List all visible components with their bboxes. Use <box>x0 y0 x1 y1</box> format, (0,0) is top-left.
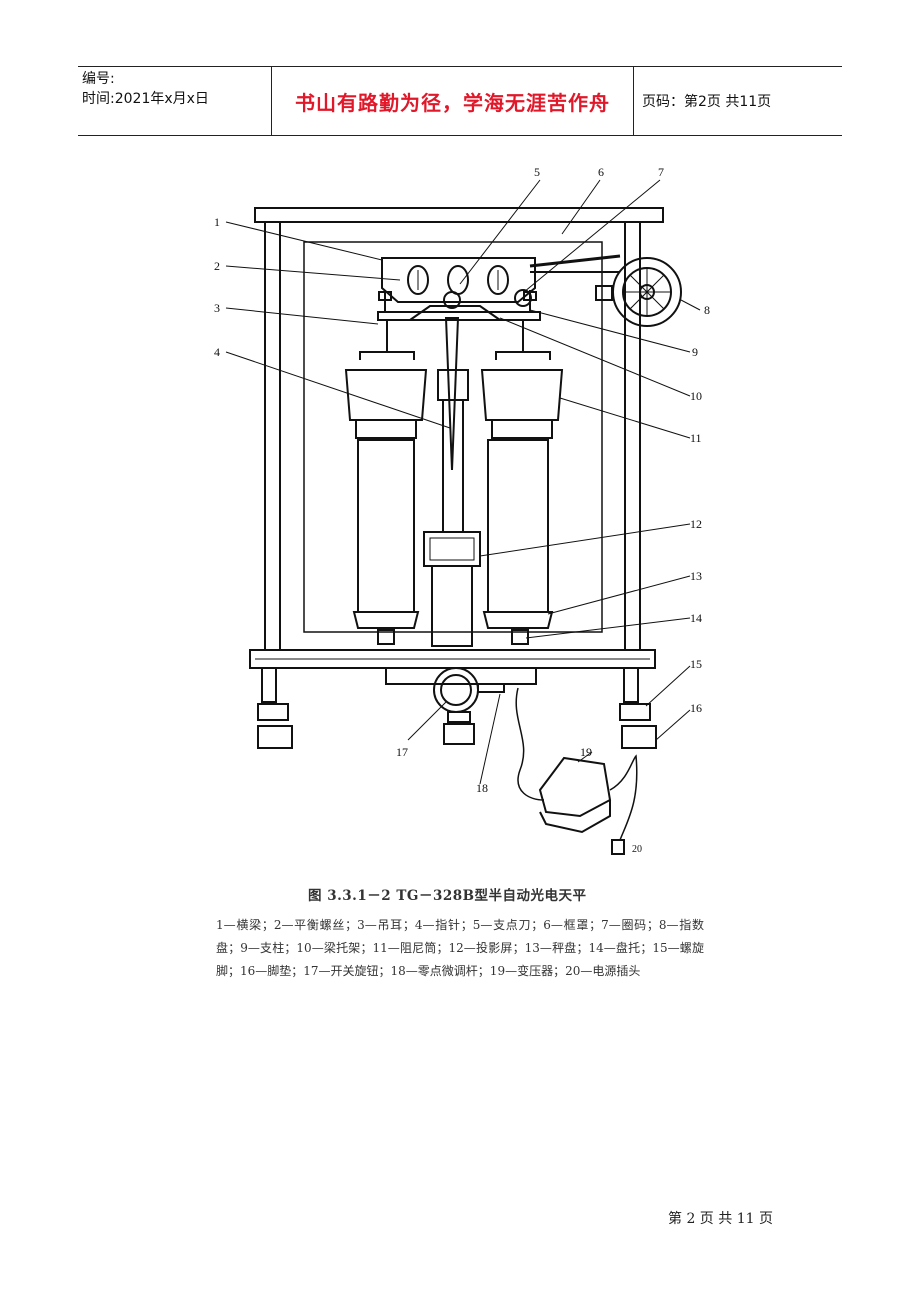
callout-18: 18 <box>476 781 488 795</box>
callout-15: 15 <box>690 657 702 671</box>
damper-left <box>357 439 415 613</box>
callout-1: 1 <box>214 215 220 229</box>
callout-8: 8 <box>704 303 710 317</box>
balance-diagram: 1 2 3 4 5 6 7 8 9 10 11 12 13 14 15 16 1… <box>214 165 710 855</box>
damper-right-top <box>480 369 564 421</box>
callout-10: 10 <box>690 389 702 403</box>
callout-9: 9 <box>692 345 698 359</box>
callout-14: 14 <box>690 611 702 625</box>
callout-3: 3 <box>214 301 220 315</box>
callout-17: 17 <box>396 745 408 759</box>
callout-20: 20 <box>632 844 642 855</box>
figure-legend: 1—横梁；2—平衡螺丝；3—吊耳；4—指针；5—支点刀；6—框罩；7—圈码；8—… <box>216 918 704 978</box>
header-page-info: 页码：第2页 共11页 <box>642 94 772 110</box>
projection-screen <box>423 531 481 567</box>
page-header: 编号: 时间:2021年x月x日 书山有路勤为径，学海无涯苦作舟 页码：第2页 … <box>78 66 842 136</box>
top-plate <box>254 207 664 223</box>
frame-case <box>303 241 603 633</box>
callout-11: 11 <box>690 431 702 445</box>
transformer <box>538 756 612 818</box>
callout-2: 2 <box>214 259 220 273</box>
callout-4: 4 <box>214 345 220 359</box>
pointer <box>444 317 460 471</box>
date-line: 时间:2021年x月x日 <box>82 91 209 107</box>
callout-labels: 1 2 3 4 5 6 7 8 9 10 11 12 13 14 15 16 1… <box>214 165 710 855</box>
callout-12: 12 <box>690 517 702 531</box>
damper-right <box>487 439 549 613</box>
callout-19: 19 <box>580 745 592 759</box>
number-label: 编号: <box>82 71 115 87</box>
beam <box>381 257 536 303</box>
power-plug <box>611 839 625 855</box>
page-footer: 第 2 页 共 11 页 <box>668 1211 773 1227</box>
callout-16: 16 <box>690 701 702 715</box>
callout-7: 7 <box>658 165 664 179</box>
header-meta: 编号: 时间:2021年x月x日 <box>78 67 272 135</box>
header-motto: 书山有路勤为径，学海无涯苦作舟 <box>272 67 634 135</box>
callout-6: 6 <box>598 165 604 179</box>
callout-5: 5 <box>534 165 540 179</box>
callout-13: 13 <box>690 569 702 583</box>
figure-caption: 图 3.3.1－2 TG－328B型半自动光电天平 <box>308 888 587 904</box>
damper-left-top <box>344 369 428 421</box>
